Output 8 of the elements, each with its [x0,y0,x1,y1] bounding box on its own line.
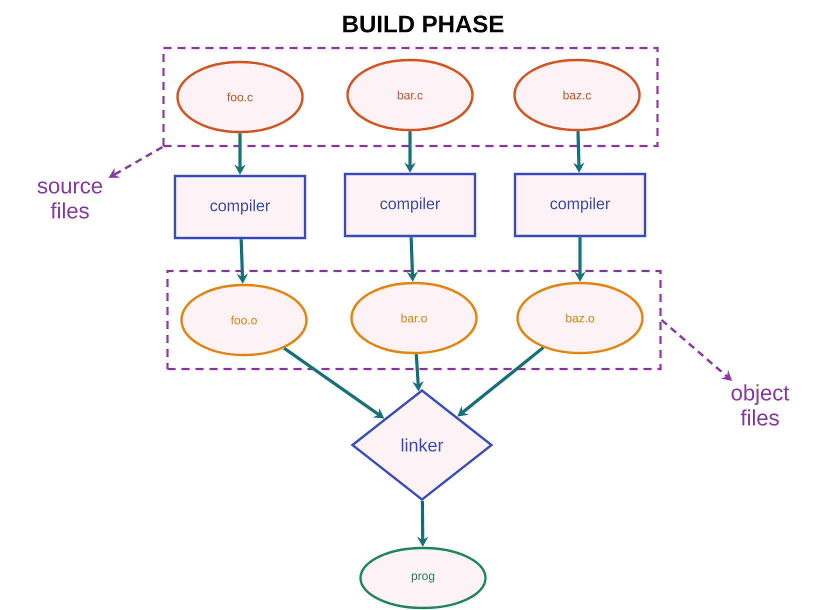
group-box [162,46,659,148]
callout-text: object files [732,384,790,426]
compiler-box: compiler [174,174,306,240]
compiler-box: compiler [344,172,476,238]
title: BUILD PHASE [343,16,504,32]
callout-text: source files [38,181,102,219]
group-box [166,270,662,370]
compiler-box: compiler [514,172,646,238]
